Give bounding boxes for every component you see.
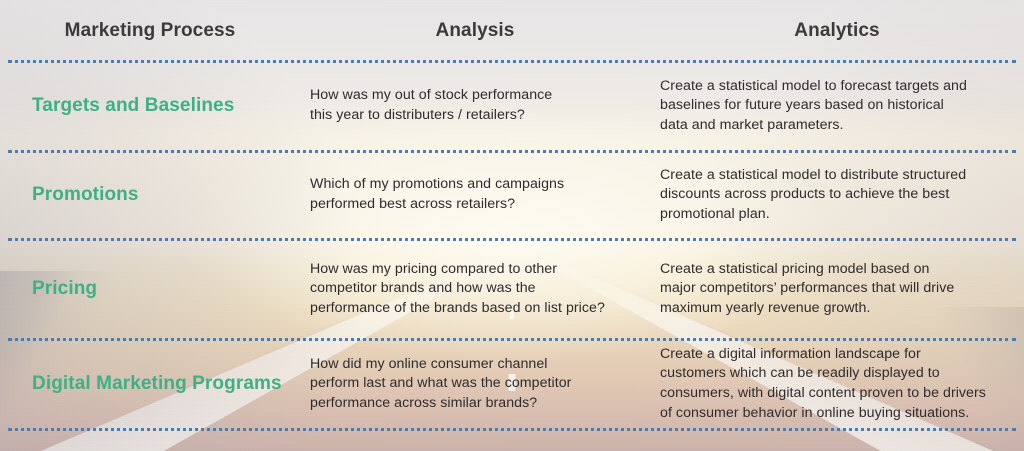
text-line: How did my online consumer channel — [310, 355, 548, 372]
row-separator — [8, 238, 1016, 241]
row-separator — [8, 428, 1016, 431]
text-line: promotional plan. — [660, 205, 770, 222]
text-line: Create a statistical model to forecast t… — [660, 77, 967, 94]
row-separator — [8, 60, 1016, 63]
text-line: Create a statistical model to distribute… — [660, 166, 967, 183]
text-line: this year to distributers / retailers? — [310, 107, 525, 123]
column-header-analytics: Analytics — [794, 20, 880, 41]
text-line: Which of my promotions and campaigns — [310, 176, 565, 193]
text-line: data and market parameters. — [660, 116, 844, 133]
process-label: Pricing — [32, 278, 98, 300]
column-header-analysis: Analysis — [435, 20, 515, 41]
text-line: major competitors’ performances that wil… — [660, 280, 955, 297]
text-line: How was my pricing compared to other — [310, 260, 558, 277]
text-line: Create a statistical pricing model based… — [660, 260, 930, 277]
text-line: performance of the brands based on list … — [310, 299, 605, 316]
analysis-text: How was my out of stock performance this… — [310, 86, 650, 125]
text-line: Create a digital information landscape f… — [660, 345, 921, 362]
text-line: baselines for future years based on hist… — [660, 97, 944, 114]
text-line: perform last and what was the competitor — [310, 375, 572, 392]
text-line: competitor brands and how was the — [310, 280, 536, 297]
table-row: Promotions Which of my promotions and ca… — [0, 152, 1024, 238]
row-separator — [8, 150, 1016, 153]
analysis-text: How did my online consumer channel perfo… — [310, 355, 650, 414]
process-label: Targets and Baselines — [32, 95, 235, 117]
process-label: Promotions — [32, 184, 139, 206]
text-line: performance across similar brands? — [310, 394, 538, 411]
text-line: discounts across products to achieve the… — [660, 186, 950, 203]
text-line: of consumer behavior in online buying si… — [660, 404, 970, 421]
column-header-marketing-process: Marketing Process — [64, 20, 236, 41]
table-row: Targets and Baselines How was my out of … — [0, 62, 1024, 150]
text-line: How was my out of stock performance — [310, 87, 553, 104]
text-line: customers which can be readily displayed… — [660, 365, 940, 382]
analysis-text: Which of my promotions and campaigns per… — [310, 175, 650, 214]
text-line: performed best across retailers? — [310, 196, 516, 212]
analytics-text: Create a statistical model to forecast t… — [660, 77, 1008, 136]
analysis-text: How was my pricing compared to other com… — [310, 260, 650, 319]
process-label: Digital Marketing Programs — [32, 373, 282, 395]
analytics-text: Create a statistical pricing model based… — [660, 260, 1008, 319]
text-line: consumers, with digital content proven t… — [660, 385, 986, 401]
table-header-row: Marketing Process Analysis Analytics — [0, 14, 1024, 48]
analytics-text: Create a digital information landscape f… — [660, 345, 1008, 423]
row-separator — [8, 338, 1016, 341]
table-row: Digital Marketing Programs How did my on… — [0, 340, 1024, 428]
analytics-text: Create a statistical model to distribute… — [660, 166, 1008, 225]
text-line: maximum yearly revenue growth. — [660, 299, 871, 316]
table-row: Pricing How was my pricing compared to o… — [0, 240, 1024, 338]
